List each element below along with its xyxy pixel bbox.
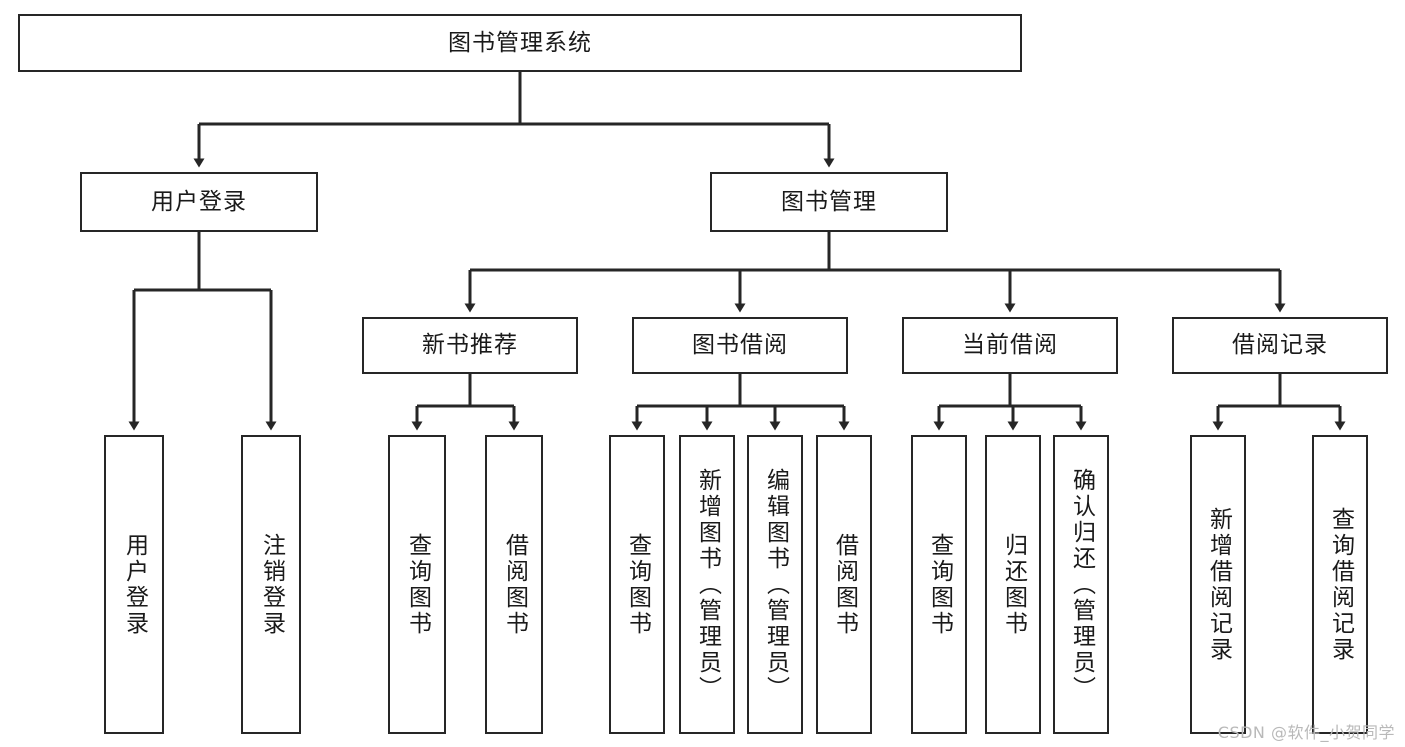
node-book-borrow[interactable]: 图书借阅 — [632, 317, 848, 374]
leaf-query-book-1[interactable]: 查询图书 — [388, 435, 446, 734]
leaf-add-record-label: 新增借阅记录 — [1205, 506, 1232, 663]
leaf-add-record[interactable]: 新增借阅记录 — [1190, 435, 1246, 734]
leaf-user-login[interactable]: 用户登录 — [104, 435, 164, 734]
node-book-borrow-label: 图书借阅 — [692, 332, 788, 359]
node-root[interactable]: 图书管理系统 — [18, 14, 1022, 72]
leaf-confirm-return[interactable]: 确认归还（管理员） — [1053, 435, 1109, 734]
node-book-management-label: 图书管理 — [781, 188, 877, 215]
leaf-add-book-label: 新增图书（管理员） — [694, 467, 721, 702]
leaf-borrow-book-2[interactable]: 借阅图书 — [816, 435, 872, 734]
node-user-login[interactable]: 用户登录 — [80, 172, 318, 232]
node-new-book-recommend[interactable]: 新书推荐 — [362, 317, 578, 374]
watermark: CSDN @软件_小贺同学 — [1217, 723, 1395, 742]
leaf-add-book[interactable]: 新增图书（管理员） — [679, 435, 735, 734]
node-current-borrow-label: 当前借阅 — [962, 332, 1058, 359]
node-borrow-record-label: 借阅记录 — [1232, 332, 1328, 359]
leaf-query-book-2-label: 查询图书 — [624, 532, 651, 637]
leaf-borrow-book-1-label: 借阅图书 — [501, 532, 528, 637]
leaf-confirm-return-label: 确认归还（管理员） — [1068, 467, 1095, 702]
node-new-book-recommend-label: 新书推荐 — [422, 332, 518, 359]
leaf-query-record[interactable]: 查询借阅记录 — [1312, 435, 1368, 734]
node-user-login-label: 用户登录 — [151, 188, 247, 215]
leaf-query-book-3-label: 查询图书 — [926, 532, 953, 637]
leaf-query-book-1-label: 查询图书 — [404, 532, 431, 637]
leaf-return-book[interactable]: 归还图书 — [985, 435, 1041, 734]
node-current-borrow[interactable]: 当前借阅 — [902, 317, 1118, 374]
leaf-borrow-book-1[interactable]: 借阅图书 — [485, 435, 543, 734]
leaf-user-login-label: 用户登录 — [121, 532, 148, 637]
leaf-borrow-book-2-label: 借阅图书 — [831, 532, 858, 637]
node-book-management[interactable]: 图书管理 — [710, 172, 948, 232]
leaf-edit-book-label: 编辑图书（管理员） — [762, 467, 789, 702]
node-borrow-record[interactable]: 借阅记录 — [1172, 317, 1388, 374]
leaf-logout-label: 注销登录 — [258, 532, 285, 637]
leaf-query-book-3[interactable]: 查询图书 — [911, 435, 967, 734]
leaf-return-book-label: 归还图书 — [1000, 532, 1027, 637]
leaf-query-record-label: 查询借阅记录 — [1327, 506, 1354, 663]
leaf-edit-book[interactable]: 编辑图书（管理员） — [747, 435, 803, 734]
node-root-label: 图书管理系统 — [448, 29, 592, 56]
leaf-query-book-2[interactable]: 查询图书 — [609, 435, 665, 734]
leaf-logout[interactable]: 注销登录 — [241, 435, 301, 734]
